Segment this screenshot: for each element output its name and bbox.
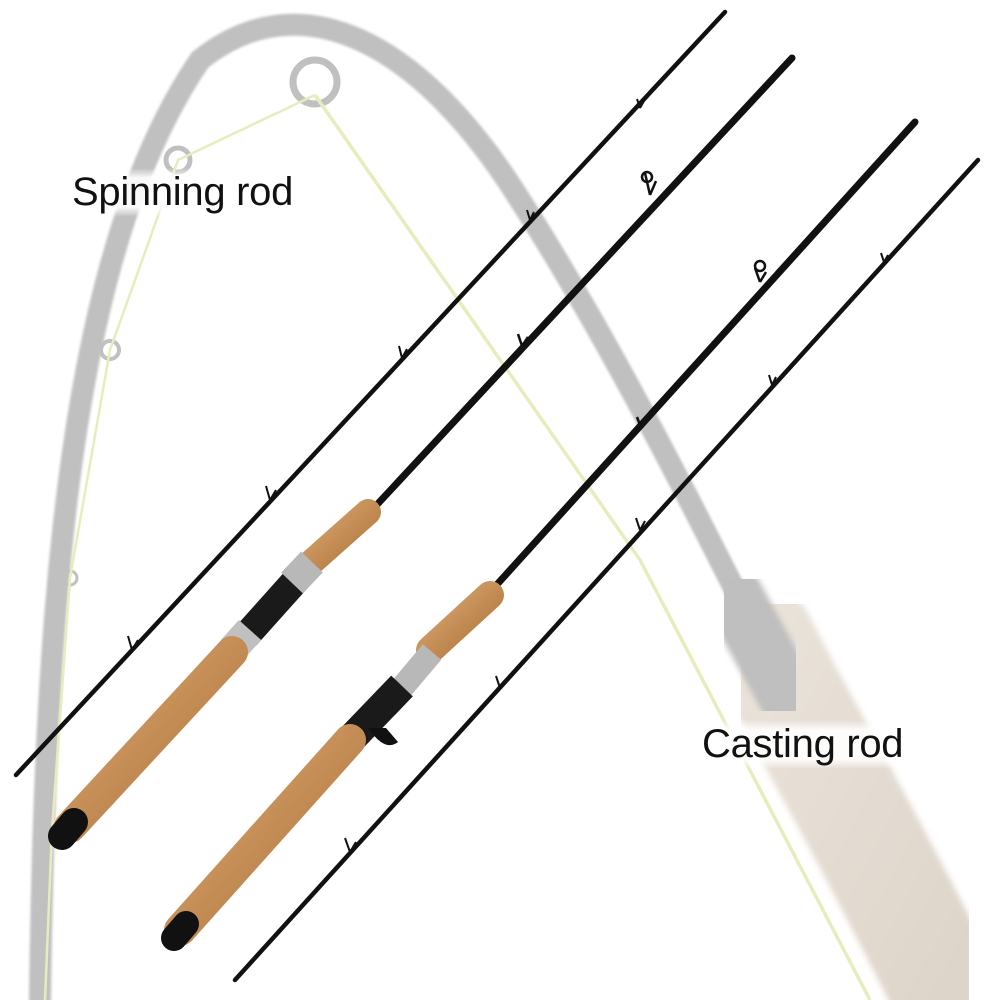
casting-rod-label: Casting rod (694, 720, 912, 769)
fishing-line (43, 93, 872, 1000)
spinning-rod-label: Spinning rod (64, 168, 302, 217)
bent-rod-background (29, 13, 1000, 1000)
spinning-rod-tip-section (13, 9, 728, 778)
casting-rod-handle-section (161, 118, 919, 951)
spinning-rod-handle-section (48, 54, 796, 850)
casting-rod-tip-section (232, 157, 981, 983)
